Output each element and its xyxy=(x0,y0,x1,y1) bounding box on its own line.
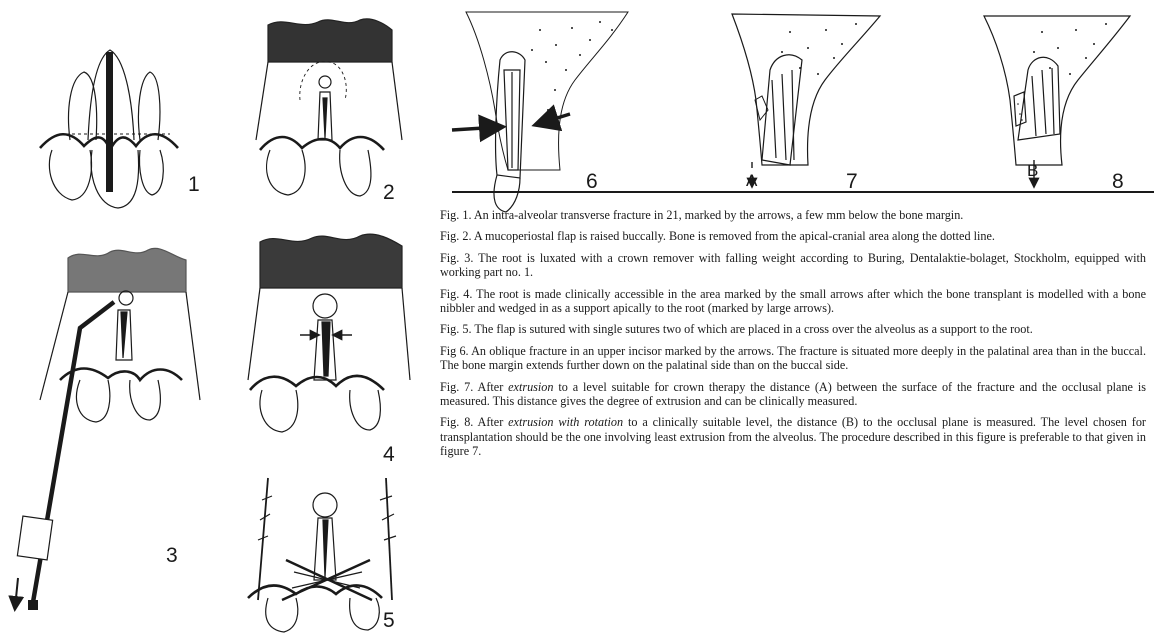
caption-fig-3: Fig. 3. The root is luxated with a crown… xyxy=(440,251,1146,280)
figure-8-number: 8 xyxy=(1112,170,1124,193)
caption-fig-5: Fig. 5. The flap is sutured with single … xyxy=(440,322,1146,336)
figure-6-illustration xyxy=(452,12,628,212)
figure-4-illustration xyxy=(248,234,410,432)
caption-fig-4: Fig. 4. The root is made clinically acce… xyxy=(440,287,1146,316)
figure-8-marker-b: B xyxy=(1027,161,1038,180)
caption-fig-6: Fig 6. An oblique fracture in an upper i… xyxy=(440,344,1146,373)
figure-7-number: 7 xyxy=(846,170,858,193)
figure-5-number: 5 xyxy=(383,609,395,632)
figure-7-marker-a: A xyxy=(746,171,758,190)
figure-6-number: 6 xyxy=(586,170,598,193)
figure-8-illustration xyxy=(984,16,1130,186)
figure-2-number: 2 xyxy=(383,181,395,204)
figure-1-illustration xyxy=(40,50,178,208)
caption-fig-2: Fig. 2. A mucoperiostal flap is raised b… xyxy=(440,229,1146,243)
figure-4-number: 4 xyxy=(383,443,395,466)
figure-7-illustration xyxy=(732,14,880,186)
caption-fig-1: Fig. 1. An intra-alveolar transverse fra… xyxy=(440,208,1146,222)
figure-2-illustration xyxy=(256,19,402,196)
figure-3-number: 3 xyxy=(166,544,178,567)
figure-5-illustration xyxy=(248,478,396,632)
caption-block: Fig. 1. An intra-alveolar transverse fra… xyxy=(440,208,1146,466)
caption-fig-7: Fig. 7. After extrusion to a level suita… xyxy=(440,380,1146,409)
caption-fig-8: Fig. 8. After extrusion with rotation to… xyxy=(440,415,1146,458)
figure-1-number: 1 xyxy=(188,173,200,196)
